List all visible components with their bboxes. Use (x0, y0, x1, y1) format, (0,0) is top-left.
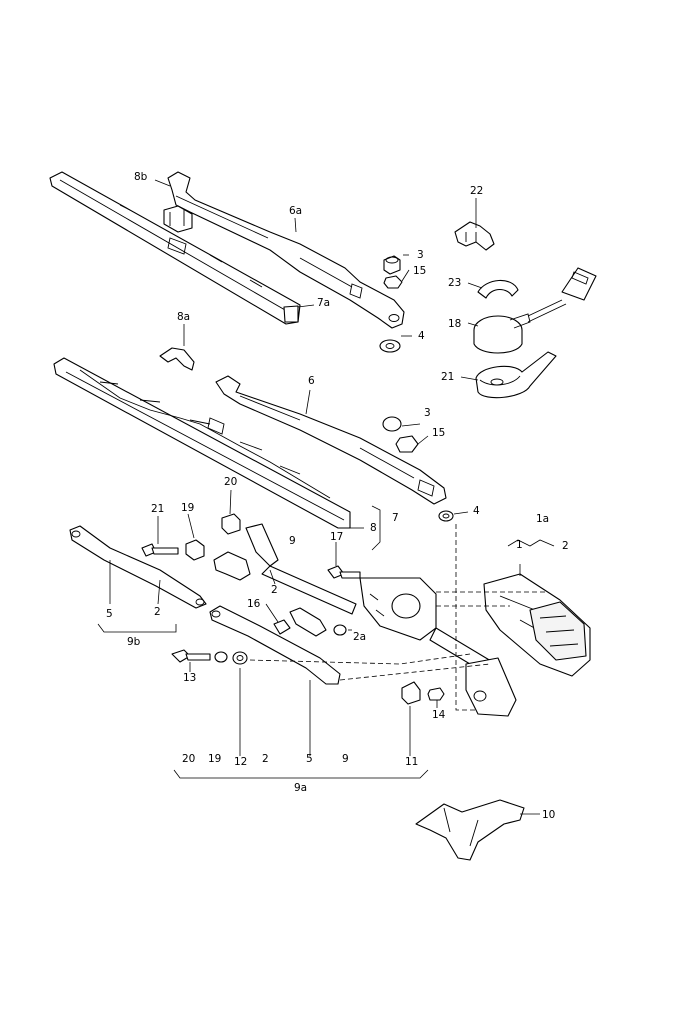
label-2a: 2a (353, 631, 366, 643)
motor-cover-18 (473, 267, 597, 354)
label-14: 14 (432, 709, 446, 721)
label-20-bottom: 20 (182, 753, 195, 765)
bracket-10 (415, 799, 525, 861)
label-7a: 7a (317, 297, 330, 309)
label-4-mid: 4 (473, 505, 480, 517)
label-7: 7 (392, 512, 399, 524)
label-1: 1 (516, 539, 523, 551)
bushing-19-top (185, 539, 205, 561)
nut-15-mid (395, 435, 419, 453)
bolt-13 (171, 649, 211, 663)
label-6: 6 (308, 375, 315, 387)
nut-14 (427, 687, 445, 701)
wiper-blade-7a (49, 171, 301, 325)
label-2-bottom: 2 (262, 753, 269, 765)
label-9b: 9b (127, 636, 141, 648)
label-16: 16 (247, 598, 261, 610)
label-9a: 9a (294, 782, 307, 794)
clip-8a (159, 347, 195, 371)
label-8: 8 (370, 522, 377, 534)
crank-arm-5-lower (209, 605, 341, 685)
bolt-17 (327, 565, 361, 579)
label-3-mid: 3 (424, 407, 431, 419)
label-5-left: 5 (106, 608, 113, 620)
label-2-top: 2 (271, 584, 278, 596)
clip-22 (454, 221, 495, 251)
wiper-arm-6a (167, 171, 405, 329)
label-11: 11 (405, 756, 418, 768)
wiper-arm-6 (215, 375, 447, 505)
label-22: 22 (470, 185, 483, 197)
callout-labels: 8b 6a 22 3 15 23 7a 18 4 8a 21 6 3 15 20… (106, 171, 569, 821)
nut-15-top (383, 275, 403, 289)
label-13: 13 (183, 672, 196, 684)
bushing-20-top (221, 513, 241, 535)
wiper-blade-8 (53, 357, 351, 529)
label-17: 17 (330, 531, 343, 543)
label-20-top: 20 (224, 476, 237, 488)
wiper-motor-1 (483, 573, 591, 677)
bushing-12 (232, 651, 248, 665)
bolt-21 (141, 543, 179, 557)
washer-19-bottom (214, 651, 228, 663)
cover-21-right (475, 351, 557, 399)
label-1a: 1a (536, 513, 549, 525)
label-19-bottom: 19 (208, 753, 221, 765)
bushing-2a (333, 624, 347, 636)
label-6a: 6a (289, 205, 302, 217)
label-21-left: 21 (151, 503, 164, 515)
motor-mount-bracket (359, 577, 437, 641)
wiper-frame-tube (429, 627, 517, 717)
label-9-bottom: 9 (342, 753, 349, 765)
washer-4-top (379, 339, 401, 353)
label-21-right: 21 (441, 371, 454, 383)
label-5-bottom: 5 (306, 753, 313, 765)
label-15-mid: 15 (432, 427, 445, 439)
bushing-16 (273, 607, 327, 637)
label-8b: 8b (134, 171, 148, 183)
label-2-left: 2 (154, 606, 161, 618)
label-23: 23 (448, 277, 461, 289)
label-12: 12 (234, 756, 247, 768)
cap-3-mid (382, 416, 402, 432)
label-10: 10 (542, 809, 555, 821)
label-3-top: 3 (417, 249, 424, 261)
cap-3-top (383, 255, 401, 275)
assembly-lines (249, 524, 548, 711)
linkage-rod-9-top (213, 523, 357, 615)
label-8a: 8a (177, 311, 190, 323)
label-9-top: 9 (289, 535, 296, 547)
label-18: 18 (448, 318, 461, 330)
leader-lines (97, 179, 555, 815)
crank-arm-5-left (69, 525, 207, 609)
label-4-top: 4 (418, 330, 425, 342)
retaining-ring-23 (477, 279, 519, 299)
label-2-right: 2 (562, 540, 569, 552)
washer-4-mid (438, 510, 454, 522)
clip-8b (163, 205, 193, 233)
label-15-top: 15 (413, 265, 426, 277)
bushing-11 (401, 681, 421, 705)
label-19-top: 19 (181, 502, 194, 514)
